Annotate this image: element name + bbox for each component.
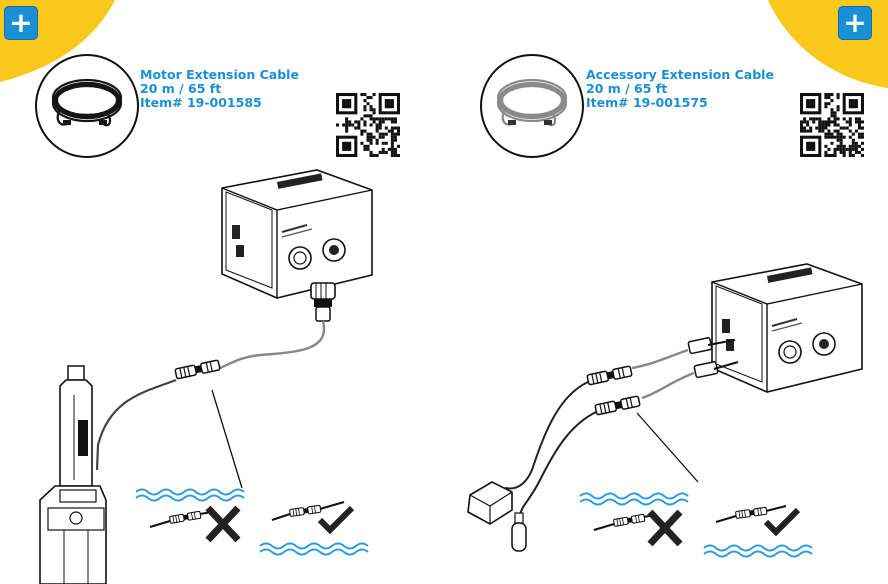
pump-controller-left	[221, 169, 373, 299]
water-icon	[579, 492, 689, 506]
controller-plug-left	[310, 282, 336, 322]
water-icon	[135, 488, 245, 502]
plus-icon: +	[843, 6, 867, 39]
product-item-number: Item# 19-001575	[586, 95, 708, 110]
controller-plug-right	[687, 337, 739, 379]
cable-connector-left	[174, 359, 221, 380]
cable-coil-icon	[496, 78, 568, 127]
motor-cable-info: Motor Extension Cable 20 m / 65 ft Item#…	[140, 68, 299, 110]
check-icon	[317, 505, 355, 535]
water-icon	[703, 544, 813, 558]
product-length: 20 m / 65 ft	[586, 81, 668, 96]
level-sensor	[511, 512, 527, 552]
water-icon	[259, 542, 369, 556]
wrong-splice-example-right	[593, 513, 655, 531]
accessory-cable-info: Accessory Extension Cable 20 m / 65 ft I…	[586, 68, 774, 110]
plus-button-left[interactable]: +	[4, 6, 38, 40]
product-title: Accessory Extension Cable	[586, 67, 774, 82]
plus-icon: +	[9, 6, 33, 39]
qr-code-icon[interactable]	[800, 93, 864, 157]
cable-coil-icon	[51, 78, 123, 127]
float-switch	[467, 481, 513, 525]
product-item-number: Item# 19-001585	[140, 95, 262, 110]
motor-cable-thumbnail	[35, 54, 139, 158]
right-splice-example-left	[271, 501, 345, 521]
product-length: 20 m / 65 ft	[140, 81, 222, 96]
cable-connector-right-b	[594, 395, 641, 416]
plus-button-right[interactable]: +	[838, 6, 872, 40]
cable-connector-right-a	[586, 365, 633, 386]
check-icon	[763, 507, 801, 537]
qr-code-icon[interactable]	[336, 93, 400, 157]
wrong-splice-example-left	[149, 510, 213, 528]
product-title: Motor Extension Cable	[140, 67, 299, 82]
submersible-pump	[39, 365, 107, 584]
right-splice-example-right	[715, 505, 787, 523]
cross-icon	[205, 505, 241, 543]
accessory-cable-thumbnail	[480, 54, 584, 158]
pump-controller-right	[711, 263, 863, 393]
cross-icon	[647, 509, 683, 547]
